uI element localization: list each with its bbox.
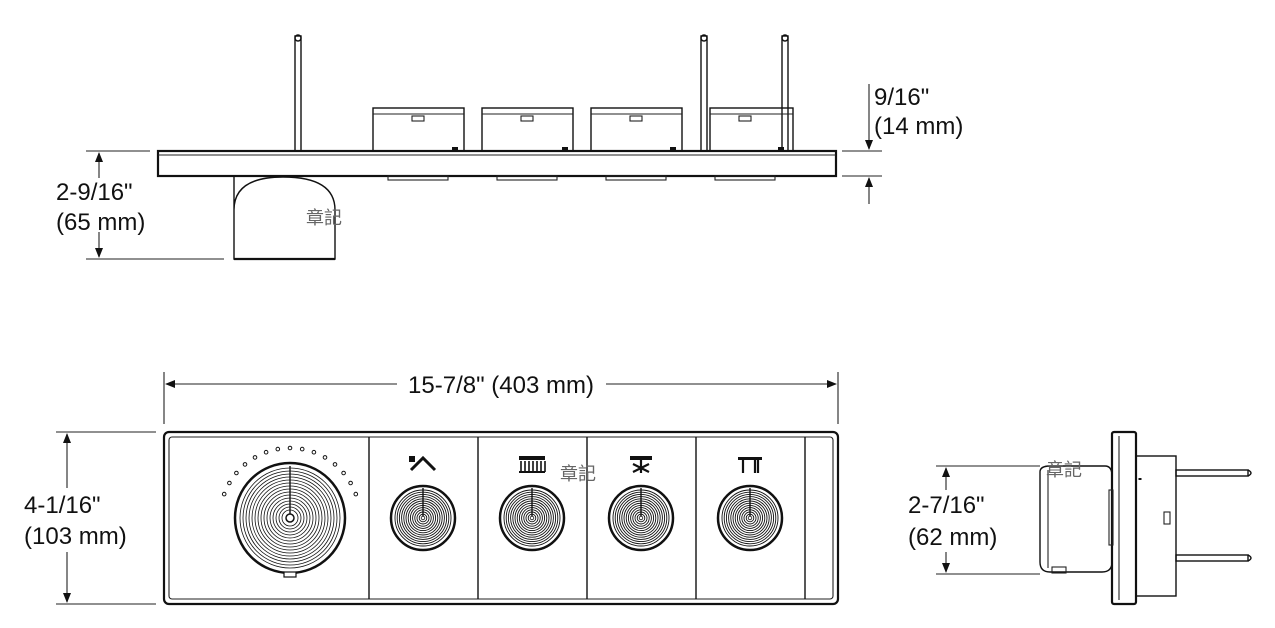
rain-shower-icon (519, 456, 546, 473)
side-rod-tip (700, 34, 708, 42)
dial-ring (248, 476, 332, 560)
dial-scale-dot (341, 470, 346, 476)
end-knob-notch (1163, 511, 1171, 525)
handheld-shower-knob[interactable] (389, 484, 457, 552)
side-lug (778, 147, 784, 151)
side-view: 2-9/16" (65 mm) 9/16" (14 mm) (56, 34, 963, 261)
dial-ring (269, 497, 311, 539)
knob-center (529, 515, 535, 521)
dial-scale-dot (221, 491, 227, 497)
front-height-label-2: (103 mm) (24, 523, 127, 550)
dial-ring (254, 482, 326, 554)
side-knob-box (709, 107, 794, 181)
end-rod-tip (1247, 554, 1252, 562)
side-rear-body (233, 176, 336, 260)
end-rod (1175, 554, 1249, 562)
dial-ring (245, 473, 335, 563)
dial-scale-dot (227, 480, 232, 486)
front-width-label: 15-7/8" (403 mm) (408, 372, 594, 399)
end-rod-tip (1247, 469, 1252, 477)
dial-ring (275, 503, 305, 533)
side-rod (294, 35, 302, 152)
tub-spout-icon (738, 457, 762, 473)
dial-scale-dot (263, 449, 269, 455)
dial-scale-dot (287, 445, 293, 451)
end-view: 2-7/16" (62 mm) (908, 430, 1252, 606)
watermark-text: 章記 (306, 208, 342, 229)
end-rear-body (1039, 465, 1113, 573)
end-depth-label-1: 2-7/16" (908, 492, 985, 519)
front-view: 15-7/8" (403 mm) 4-1/16" (103 mm) (24, 372, 840, 606)
knob-center (747, 515, 753, 521)
front-faceplate (162, 430, 840, 606)
side-rod (781, 35, 789, 152)
watermark-text: 章記 (1046, 460, 1082, 481)
end-plate (1110, 430, 1138, 606)
end-depth-label-2: (62 mm) (908, 524, 997, 551)
dial-ring (260, 488, 320, 548)
dial-ring (272, 500, 308, 536)
end-rod (1175, 469, 1249, 477)
watermark-text: 章記 (560, 464, 596, 485)
side-rod (700, 35, 708, 152)
rain-shower-knob[interactable] (498, 484, 566, 552)
temperature-dial[interactable] (233, 461, 347, 578)
side-lug (670, 147, 676, 151)
dial-scale-dot (252, 455, 258, 460)
side-thickness-label-2: (14 mm) (874, 113, 963, 140)
dial-ring (263, 491, 317, 545)
side-knob-box (590, 107, 683, 181)
dial-ring (251, 479, 329, 557)
dial-scale-dot (353, 491, 359, 497)
side-lug (452, 147, 458, 151)
dial-scale-dot (311, 449, 317, 455)
dial-scale-dot (332, 462, 338, 467)
dial-ring (257, 485, 323, 551)
front-faceplate-inner (168, 436, 834, 600)
front-height-label-1: 4-1/16" (24, 492, 101, 519)
side-thickness-label-1: 9/16" (874, 84, 929, 111)
dial-scale-dot (299, 446, 305, 452)
dial-scale-dot (275, 446, 281, 452)
dial-ring (278, 506, 302, 530)
dial-ring (242, 470, 338, 566)
knob-center (638, 515, 644, 521)
side-knob-box (481, 107, 574, 181)
body-spray-icon (630, 456, 652, 473)
end-plate-gasket (1108, 489, 1114, 546)
dial-scale-dot (242, 462, 248, 467)
tub-spout-knob[interactable] (716, 484, 784, 552)
side-height-label-2: (65 mm) (56, 209, 145, 236)
end-knob-body (1135, 455, 1177, 597)
dial-ring (239, 467, 341, 569)
side-height-label-1: 2-9/16" (56, 179, 133, 206)
side-rod-tip (781, 34, 789, 42)
dial-scale-dot (234, 470, 239, 476)
side-lug (562, 147, 568, 151)
knob-center (420, 515, 426, 521)
dial-ring (266, 494, 314, 542)
dial-center (285, 513, 295, 523)
dial-ring (281, 509, 299, 527)
end-rear-body-foot (1051, 566, 1067, 574)
dial-scale-dot (348, 480, 353, 486)
dial-scale-dot (322, 455, 328, 460)
body-spray-knob[interactable] (607, 484, 675, 552)
side-knob-box (372, 107, 465, 181)
side-rod-tip (294, 34, 302, 42)
handheld-shower-icon (409, 455, 437, 472)
